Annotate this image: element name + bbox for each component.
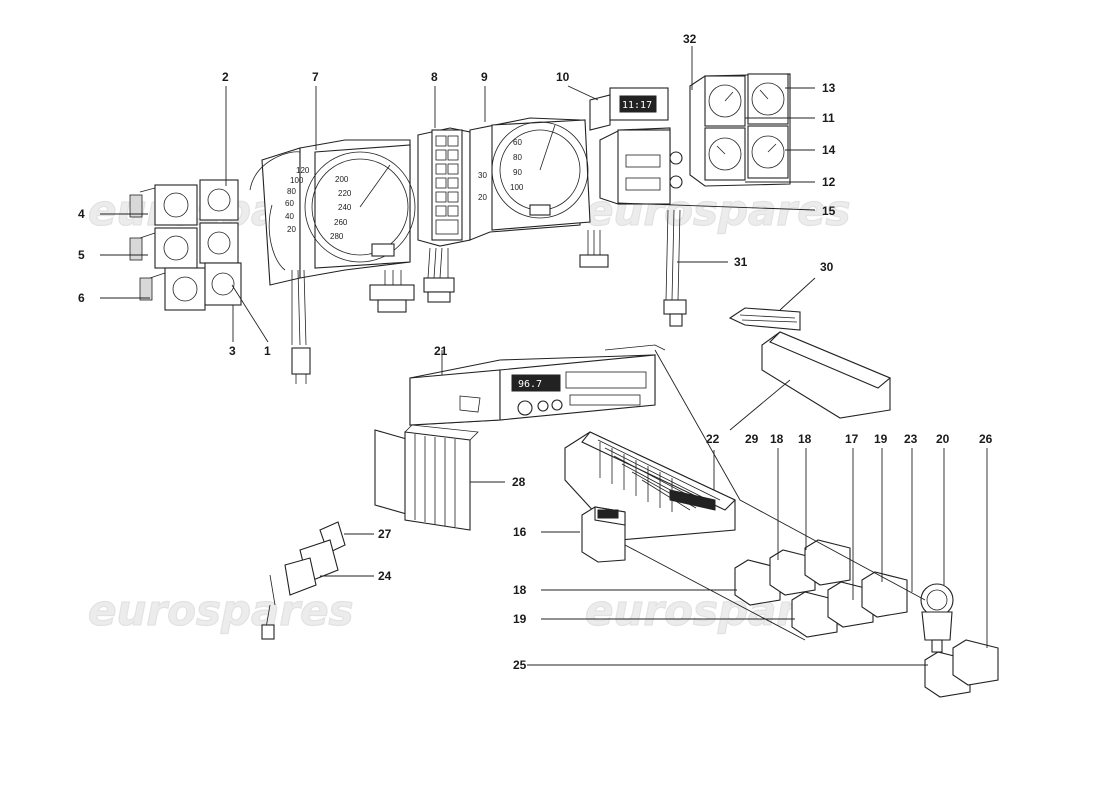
- speedo-tick-20: 20: [287, 225, 296, 234]
- callout-11: 11: [822, 111, 835, 125]
- tachometer-assembly: 20 30 60 80 90 100: [469, 117, 609, 268]
- tacho-tick-80: 80: [513, 153, 522, 162]
- callout-2: 2: [222, 70, 229, 84]
- speedo-tick-120: 120: [296, 166, 310, 175]
- callout-9: 9: [481, 70, 488, 84]
- tacho-tick-60: 60: [513, 138, 522, 147]
- callout-31: 31: [734, 255, 748, 269]
- callout-14: 14: [822, 143, 836, 157]
- speedometer-assembly: 20 40 60 80 100 120 200 220 240 260 280: [249, 139, 416, 384]
- callout-26: 26: [979, 432, 993, 446]
- callout-32: 32: [683, 32, 697, 46]
- callout-13: 13: [822, 81, 836, 95]
- callout-19-top: 19: [874, 432, 888, 446]
- clock-and-fog-module: 11:17: [589, 87, 687, 327]
- callout-19-left: 19: [513, 612, 527, 626]
- clock-display: 11:17: [622, 100, 652, 111]
- callout-5: 5: [78, 248, 85, 262]
- callout-18-top-b: 18: [798, 432, 812, 446]
- speedo-tick-100: 100: [290, 176, 304, 185]
- leader-lines: [100, 46, 988, 666]
- callout-22: 22: [706, 432, 720, 446]
- callout-3: 3: [229, 344, 236, 358]
- callout-25: 25: [513, 658, 527, 672]
- tacho-tick-20: 20: [478, 193, 487, 202]
- callout-labels: 2 7 8 9 10 32 13 11 14 12 15 4 5 6 3 1 3…: [78, 32, 993, 672]
- push-switch-16: [581, 506, 626, 563]
- warning-light-panel: [417, 127, 471, 303]
- callout-1: 1: [264, 344, 271, 358]
- callout-21: 21: [434, 344, 448, 358]
- callout-15: 15: [822, 204, 836, 218]
- callout-7: 7: [312, 70, 319, 84]
- callout-6: 6: [78, 291, 85, 305]
- ignition-switch: [261, 521, 346, 640]
- speedometer-connector: [369, 270, 415, 313]
- speedo-tick-260: 260: [334, 218, 348, 227]
- tacho-tick-90: 90: [513, 168, 522, 177]
- speedo-tick-200: 200: [335, 175, 349, 184]
- callout-27: 27: [378, 527, 392, 541]
- callout-10: 10: [556, 70, 570, 84]
- watermark-bottom-left: eurospares: [88, 586, 354, 635]
- radio-display: 96.7: [518, 379, 542, 390]
- speedo-tick-80: 80: [287, 187, 296, 196]
- callout-16: 16: [513, 525, 527, 539]
- tacho-tick-30: 30: [478, 171, 487, 180]
- ashtray-and-lid: [728, 307, 892, 419]
- amplifier-heatsink: [374, 424, 479, 531]
- callout-23: 23: [904, 432, 918, 446]
- radio-unit: 96.7: [409, 344, 666, 426]
- callout-18-top-a: 18: [770, 432, 784, 446]
- speedo-tick-40: 40: [285, 212, 294, 221]
- rocker-switch-group: [734, 539, 999, 698]
- callout-24: 24: [378, 569, 392, 583]
- speedo-tick-280: 280: [330, 232, 344, 241]
- speedo-tick-240: 240: [338, 203, 352, 212]
- callout-29: 29: [745, 432, 759, 446]
- callout-28: 28: [512, 475, 526, 489]
- cigar-lighter: [920, 583, 954, 653]
- callout-8: 8: [431, 70, 438, 84]
- callout-4: 4: [78, 207, 85, 221]
- callout-30: 30: [820, 260, 834, 274]
- tacho-tick-100: 100: [510, 183, 524, 192]
- four-gauge-cluster: [689, 73, 791, 187]
- callout-20: 20: [936, 432, 950, 446]
- speedo-tick-60: 60: [285, 199, 294, 208]
- callout-12: 12: [822, 175, 836, 189]
- callout-17: 17: [845, 432, 859, 446]
- callout-18-left: 18: [513, 583, 527, 597]
- speedo-tick-220: 220: [338, 189, 352, 198]
- small-gauge-stack: [129, 179, 242, 311]
